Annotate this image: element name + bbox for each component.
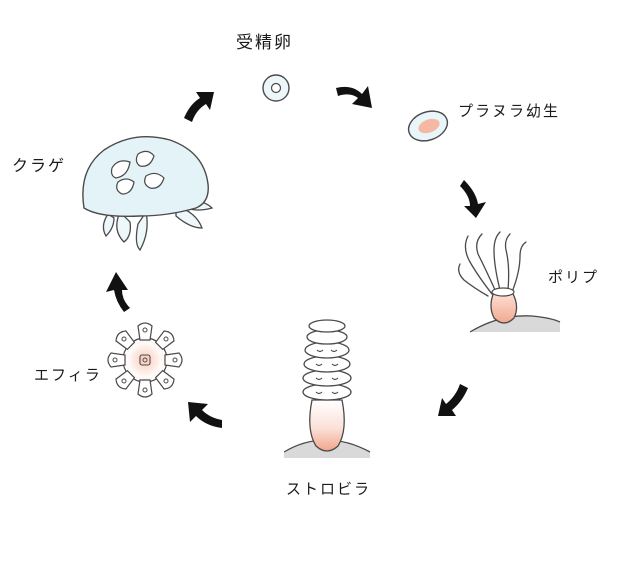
label-planula: プラヌラ幼生 (458, 102, 561, 120)
label-polyp: ポリプ (548, 268, 600, 286)
planula-larva-illustration (407, 110, 449, 142)
arrow-egg-to-planula (336, 86, 372, 108)
fertilized-egg-illustration (262, 74, 290, 102)
label-medusa: クラゲ (12, 156, 67, 175)
arrow-medusa-to-egg (184, 92, 214, 122)
label-strobila: ストロビラ (286, 480, 372, 498)
arrow-strobila-to-ephyra (188, 402, 222, 428)
polyp-illustration (458, 231, 561, 333)
arrow-planula-to-polyp (460, 180, 486, 218)
arrow-polyp-to-strobila (438, 384, 468, 416)
label-ephyra: エフィラ (34, 366, 102, 384)
ephyra-illustration (107, 322, 183, 398)
label-fertilized-egg: 受精卵 (236, 33, 293, 53)
arrow-ephyra-to-medusa (106, 272, 130, 312)
medusa-illustration (82, 135, 214, 252)
strobila-illustration (283, 319, 371, 458)
